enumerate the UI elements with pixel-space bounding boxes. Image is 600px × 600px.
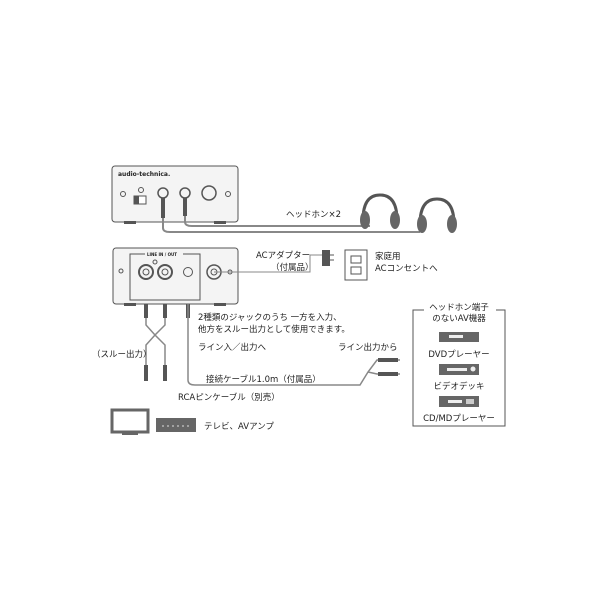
wall-outlet-icon: [344, 249, 368, 281]
headphone-icon: [417, 197, 457, 233]
amplifier-front: audio-technica.: [111, 165, 239, 224]
device-video-deck: ビデオデッキ: [433, 381, 484, 392]
jack-note-2: 他方をスルー出力として使用できます。: [198, 324, 350, 335]
av-box-title-2: のないAV機器: [432, 313, 486, 324]
through-output-label: （スルー出力）: [92, 349, 152, 360]
tv-amp-label: テレビ、AVアンプ: [204, 422, 274, 432]
av-devices-box: ヘッドホン端子 のないAV機器 DVDプレーヤー ビデオデッキ CD/MDプレー…: [412, 302, 506, 427]
mini-jack: [183, 267, 193, 277]
line-in-out-target: ライン入／出力へ: [198, 342, 267, 353]
line-out-from-label: ライン出力から: [338, 342, 398, 353]
dvd-player-icon: [439, 332, 479, 342]
outlet-label-2: ACコンセントへ: [375, 264, 438, 274]
ac-adapter-note: （付属品）: [271, 262, 314, 273]
amplifier-rear: LINE IN / OUT: [112, 247, 239, 306]
outlet-label: 家庭用: [375, 251, 401, 262]
av-amp-icon: [156, 418, 196, 432]
device-dvd: DVDプレーヤー: [428, 350, 489, 360]
cable-label: 接続ケーブル1.0m（付属品）: [206, 374, 321, 385]
rca-jack-l: [138, 264, 154, 280]
ac-adapter-icon: [322, 250, 330, 266]
jack-note-1: 2種類のジャックのうち 一方を入力、: [198, 312, 342, 323]
tv-icon: [110, 408, 150, 435]
line-in-out-label: LINE IN / OUT: [147, 252, 177, 257]
volume-knob: [201, 185, 217, 201]
brand-logo: audio-technica.: [118, 171, 170, 178]
rca-cable-label: RCAピンケーブル（別売）: [178, 392, 280, 403]
rca-jack-r: [157, 264, 173, 280]
ac-adapter-label: ACアダプター: [256, 250, 310, 261]
av-box-title-1: ヘッドホン端子: [429, 302, 489, 313]
headphone-icon: [360, 193, 400, 229]
cd-md-player-icon: [439, 396, 479, 407]
headphones-label: ヘッドホン×2: [286, 210, 341, 220]
device-cd-md: CD/MDプレーヤー: [423, 414, 495, 424]
video-deck-icon: [439, 364, 479, 375]
